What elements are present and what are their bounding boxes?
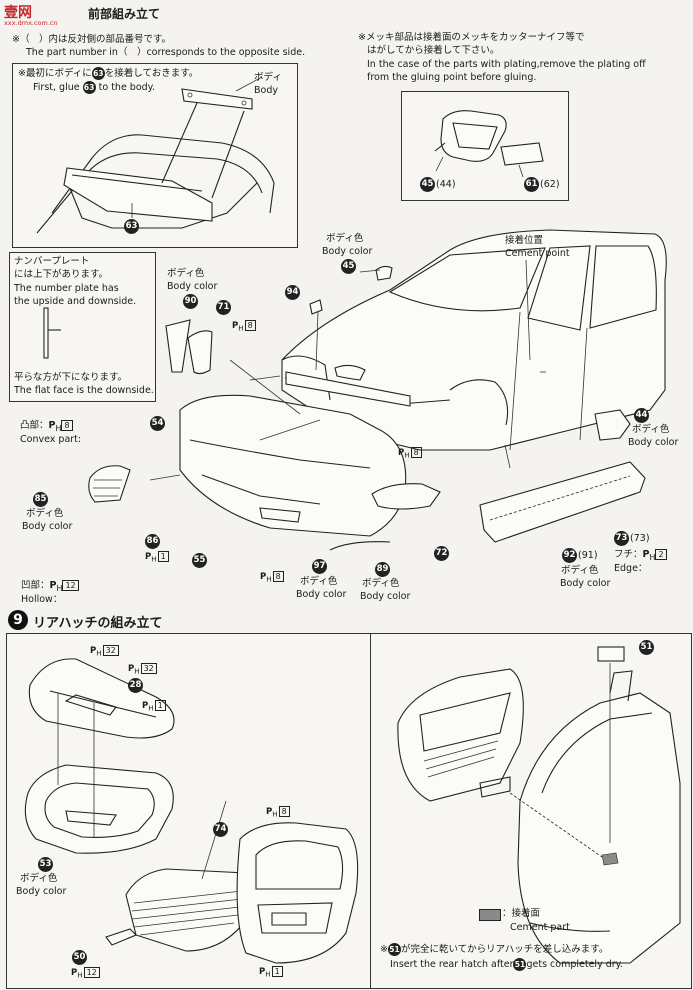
body-label-jp: ボディ <box>254 72 282 83</box>
cement-point-jp: 接着位置 <box>505 235 544 246</box>
glue-first-en: First, glue 63 to the body. <box>33 81 155 94</box>
flat-en: The flat face is the downside. <box>14 385 154 396</box>
plating-note-en1: In the case of the parts with plating,re… <box>367 59 646 70</box>
edge-en: Edge： <box>614 563 648 574</box>
part-45-label: 45 <box>420 177 435 192</box>
part-73-label: 73 <box>614 531 629 546</box>
part-62-paren: (62) <box>540 179 560 190</box>
part-61-label: 61 <box>524 177 539 192</box>
part-44-main: 44 <box>634 408 649 423</box>
part-63-inline-en: 63 <box>82 81 96 94</box>
cement-legend-jp: ：接着面 <box>502 908 541 919</box>
front-assembly-illustration <box>88 229 667 551</box>
part-54-label: 54 <box>150 416 165 431</box>
numberplate-jp1: ナンバープレート <box>14 256 90 267</box>
part-50-label: 50 <box>72 950 87 965</box>
glue-first-box <box>12 63 298 248</box>
paren-note-en: The part number in（ ）corresponds to the … <box>26 47 306 58</box>
body-color-jp-89: ボディ色 <box>362 578 400 589</box>
cement-legend-swatch <box>479 909 501 921</box>
step8-title: 前部組み立て <box>88 7 161 21</box>
step9-title: リアハッチの組み立て <box>33 616 163 631</box>
part-53-label: 53 <box>38 857 53 872</box>
part-92-label: 92 <box>562 548 577 563</box>
body-color-en-97: Body color <box>296 589 347 600</box>
body-label-en: Body <box>254 85 278 96</box>
part-72-label: 72 <box>434 546 449 561</box>
convex-en: Convex part: <box>20 434 82 445</box>
body-color-en-89: Body color <box>360 591 411 602</box>
plating-note-en2: from the gluing point before gluing. <box>367 72 537 83</box>
part-45-main: 45 <box>341 259 356 274</box>
part-63-label: 63 <box>124 219 139 234</box>
part-89-label: 89 <box>375 562 390 577</box>
insert-note-en: Insert the rear hatch after51gets comple… <box>390 958 623 971</box>
glue-first-jp: ※最初にボディに63を接着しておきます。 <box>18 67 199 80</box>
part-97-label: 97 <box>312 559 327 574</box>
site-logo: 壹网 <box>4 5 32 21</box>
body-color-jp-92: ボディ色 <box>561 565 599 576</box>
cement-point-en: Cement point <box>505 248 570 259</box>
cement-legend-en: Cement part <box>510 922 570 933</box>
body-color-jp-85: ボディ色 <box>26 508 64 519</box>
body-color-en-85: Body color <box>22 521 73 532</box>
plating-note-jp2: はがしてから接着して下さい。 <box>367 45 500 56</box>
number-plate-side-view <box>43 307 61 359</box>
body-color-jp-90: ボディ色 <box>167 268 205 279</box>
part-91-paren: (91) <box>578 550 598 561</box>
part-71-label: 71 <box>216 300 231 315</box>
insert-note-jp: ※51が完全に乾いてからリアハッチを差し込みます。 <box>380 943 609 956</box>
step9-number: 9 <box>8 610 28 630</box>
paren-note-jp: ※（ ）内は反対側の部品番号です。 <box>12 34 172 45</box>
part-86-label: 86 <box>145 534 160 549</box>
body-color-en-53: Body color <box>16 886 67 897</box>
body-color-jp-53: ボディ色 <box>20 873 58 884</box>
body-color-en-90: Body color <box>167 281 218 292</box>
numberplate-jp2: には上下があります。 <box>14 269 109 280</box>
part-94-label: 94 <box>285 285 300 300</box>
part-51-label: 51 <box>639 640 654 655</box>
rear-hatch-parts-illustration <box>24 658 359 964</box>
body-color-jp-97: ボディ色 <box>300 576 338 587</box>
body-color-en-45: Body color <box>322 246 373 257</box>
number-plate-note-box <box>9 252 156 402</box>
part-44-paren: (44) <box>436 179 456 190</box>
body-color-en-44: Body color <box>628 437 679 448</box>
mirror-illustration <box>434 110 544 178</box>
site-logo-url: xxx.dmx.com.cn <box>4 19 58 27</box>
plating-note-jp1: ※メッキ部品は接着面のメッキをカッターナイフ等で <box>358 32 585 43</box>
numberplate-en2: the upside and downside. <box>14 296 137 307</box>
part-28-label: 28 <box>128 678 143 693</box>
flat-jp: 平らな方が下になります。 <box>14 372 128 383</box>
body-color-en-92: Body color <box>560 578 611 589</box>
body-color-jp-44: ボディ色 <box>632 424 670 435</box>
body-color-jp-45: ボディ色 <box>326 233 364 244</box>
part-74-label: 74 <box>213 822 228 837</box>
part-85-label: 85 <box>33 492 48 507</box>
hollow-en: Hollow： <box>21 594 63 605</box>
numberplate-en1: The number plate has <box>14 283 119 294</box>
part-55-label: 55 <box>192 553 207 568</box>
part-90-label: 90 <box>183 294 198 309</box>
part-63-inline: 63 <box>91 67 105 80</box>
rear-hatch-insert-illustration <box>397 646 681 964</box>
rear-spoiler-illustration <box>36 76 275 234</box>
part-73-paren: (73) <box>630 533 650 544</box>
